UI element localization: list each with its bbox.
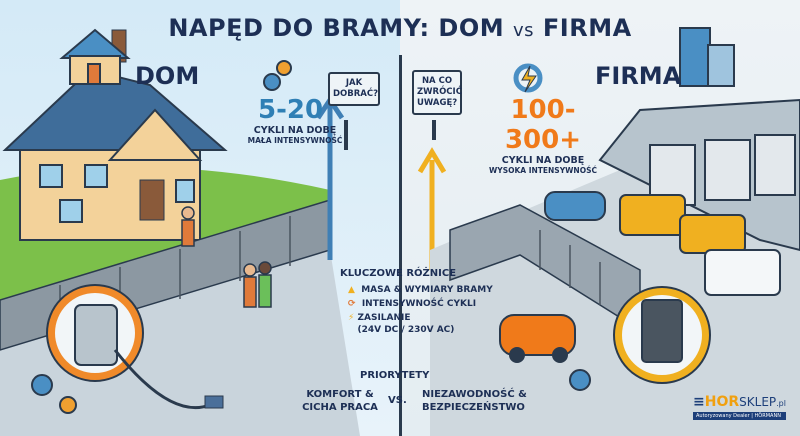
vehicles <box>499 191 781 363</box>
building-icon <box>679 27 735 87</box>
differences-list: ▲ MASA & WYMIARY BRAMY ⟳ INTENSYWNOŚĆ CY… <box>348 283 493 335</box>
signpost <box>344 120 348 150</box>
gear-icon <box>276 60 292 76</box>
cycle-icon: ⟳ <box>348 299 356 309</box>
business-intensity: WYSOKA INTENSYWNOŚĆ <box>489 166 597 175</box>
signpost <box>432 120 436 140</box>
priorities-vs: VS. <box>388 395 407 406</box>
business-cycles: 100-300+ CYKLI NA DOBĘ WYSOKA INTENSYWNO… <box>478 95 608 175</box>
business-gate-motor <box>613 286 711 384</box>
gear-icon <box>569 369 591 391</box>
difference-label: ZASILANIE <box>357 313 411 323</box>
lightning-icon: ⚡ <box>348 313 355 323</box>
difference-item: ▲ MASA & WYMIARY BRAMY <box>348 283 493 297</box>
home-gate-motor <box>46 284 224 410</box>
weight-icon: ▲ <box>348 285 355 295</box>
difference-sublabel: (24V DC / 230V AC) <box>357 325 455 335</box>
logo-brand-b: SKLEP <box>739 395 777 409</box>
logo-tld: .pl <box>776 399 786 408</box>
difference-item: ⟳ INTENSYWNOŚĆ CYKLI <box>348 297 493 311</box>
home-heading: DOM <box>135 62 200 90</box>
center-divider <box>399 55 402 436</box>
home-intensity: MAŁA INTENSYWNOŚĆ <box>247 136 343 145</box>
gear-icon <box>59 396 77 414</box>
business-cycles-value: 100-300+ <box>504 95 582 155</box>
gear-icon <box>513 63 543 93</box>
house-icon <box>59 28 131 85</box>
business-heading: FIRMA <box>595 62 682 90</box>
horsklep-logo: ≡HORSKLEP.pl Autoryzowany Dealer | HÖRMA… <box>693 394 786 420</box>
logo-tagline: Autoryzowany Dealer | HÖRMANN <box>693 412 786 420</box>
gear-icon <box>31 374 53 396</box>
page-title: NAPĘD DO BRAMY: DOM vs FIRMA <box>168 14 632 42</box>
home-cycles-label: CYKLI NA DOBĘ <box>253 125 337 136</box>
priority-home: KOMFORT & CICHA PRACA <box>302 389 378 413</box>
home-cycles-value: 5-20 <box>258 95 324 125</box>
home-sign: JAK DOBRAĆ? <box>328 72 380 106</box>
difference-item: ⚡ ZASILANIE (24V DC / 230V AC) <box>348 311 493 335</box>
house-illustration <box>2 29 228 241</box>
priorities-heading: PRIORYTETY <box>360 370 430 381</box>
difference-label: INTENSYWNOŚĆ CYKLI <box>361 299 477 309</box>
priority-business: NIEZAWODNOŚĆ & BEZPIECZEŃSTWO <box>422 389 527 413</box>
people <box>181 206 272 308</box>
business-cycles-label: CYKLI NA DOBĘ <box>501 155 585 166</box>
lightning-icon <box>521 65 537 93</box>
business-sign: NA CO ZWRÓCIĆ UWAGĘ? <box>412 70 462 115</box>
differences-heading: KLUCZOWE RÓŻNICE <box>340 268 457 279</box>
difference-label: MASA & WYMIARY BRAMY <box>361 285 493 295</box>
gear-icon <box>263 73 281 91</box>
logo-brand: HOR <box>704 394 740 410</box>
home-cycles: 5-20 CYKLI NA DOBĘ MAŁA INTENSYWNOŚĆ <box>240 95 350 145</box>
